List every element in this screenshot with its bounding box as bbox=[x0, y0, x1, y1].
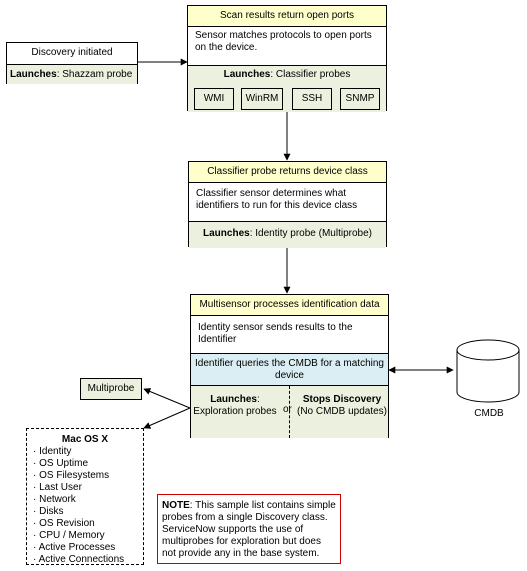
stops-discovery: Stops Discovery (No CMDB updates) bbox=[295, 394, 389, 418]
classifier-body: Classifier sensor determines what identi… bbox=[196, 188, 358, 211]
list-item: · OS Uptime bbox=[33, 458, 89, 469]
discovery-launches: Launches: Shazzam probe bbox=[7, 65, 137, 84]
multiprobe-box: Multiprobe bbox=[80, 378, 142, 400]
arrow-to-multiprobe bbox=[143, 388, 191, 409]
classifier-launches-label: Launches bbox=[203, 228, 250, 239]
probe-winrm: WinRM bbox=[241, 88, 283, 110]
identifier-panel: Identifier queries the CMDB for a matchi… bbox=[191, 353, 388, 386]
multisensor-header: Multisensor processes identification dat… bbox=[191, 295, 388, 316]
or-label: or bbox=[283, 404, 292, 415]
classifier-launches: Launches: Identity probe (Multiprobe) bbox=[189, 221, 386, 248]
scan-launches-text: : Classifier probes bbox=[270, 69, 351, 80]
cmdb-label: CMDB bbox=[474, 408, 504, 419]
multisensor-box: Multisensor processes identification dat… bbox=[190, 294, 389, 438]
list-item: · Last User bbox=[33, 482, 82, 493]
note-box: NOTE: This sample list contains simple p… bbox=[157, 494, 341, 564]
scan-box: Scan results return open ports Sensor ma… bbox=[187, 5, 387, 112]
list-item: · CPU / Memory bbox=[33, 530, 105, 541]
classifier-header: Classifier probe returns device class bbox=[189, 162, 386, 183]
discovery-box: Discovery initiated Launches: Shazzam pr… bbox=[6, 42, 138, 84]
macos-probe-list: Mac OS X · Identity · OS Uptime · OS Fil… bbox=[26, 428, 144, 565]
note-text: : This sample list contains simple probe… bbox=[162, 500, 336, 559]
exploration-launches-text: Exploration probes bbox=[193, 406, 277, 417]
scan-header: Scan results return open ports bbox=[188, 6, 386, 27]
exploration-launches-label: Launches bbox=[210, 394, 257, 405]
list-item: · OS Revision bbox=[33, 518, 95, 529]
probe-snmp: SNMP bbox=[340, 88, 380, 110]
arrow-to-macos bbox=[143, 407, 191, 429]
macos-title: Mac OS X bbox=[61, 434, 109, 445]
outcomes-divider bbox=[289, 386, 290, 438]
multisensor-body: Identity sensor sends results to the Ide… bbox=[198, 322, 353, 345]
note-label: NOTE bbox=[162, 500, 190, 511]
list-item: · Active Processes bbox=[33, 542, 116, 553]
list-item: · Network bbox=[33, 494, 76, 505]
scan-body: Sensor matches protocols to open ports o… bbox=[195, 30, 372, 53]
list-item: · Identity bbox=[33, 446, 72, 457]
scan-launches-panel: Launches: Classifier probes WMI WinRM SS… bbox=[188, 65, 386, 112]
scan-launches: Launches: Classifier probes bbox=[188, 66, 386, 82]
classifier-box: Classifier probe returns device class Cl… bbox=[188, 161, 387, 248]
stops-discovery-text: (No CMDB updates) bbox=[296, 406, 388, 417]
discovery-title: Discovery initiated bbox=[7, 43, 137, 65]
probe-wmi: WMI bbox=[194, 88, 234, 110]
scan-launches-label: Launches bbox=[223, 69, 271, 80]
list-item: · Active Connections bbox=[33, 554, 125, 565]
classifier-launches-text: : Identity probe (Multiprobe) bbox=[249, 228, 372, 239]
database-icon bbox=[456, 339, 520, 403]
list-item: · OS Filesystems bbox=[33, 470, 110, 481]
probe-ssh: SSH bbox=[292, 88, 332, 110]
stops-discovery-label: Stops Discovery bbox=[302, 394, 382, 405]
discovery-launches-label: Launches bbox=[10, 69, 57, 80]
multisensor-outcomes: Launches: Exploration probes or Stops Di… bbox=[191, 386, 388, 438]
discovery-launches-text: : Shazzam probe bbox=[56, 69, 133, 80]
list-item: · Disks bbox=[33, 506, 64, 517]
exploration-launches: Launches: Exploration probes bbox=[193, 394, 277, 417]
